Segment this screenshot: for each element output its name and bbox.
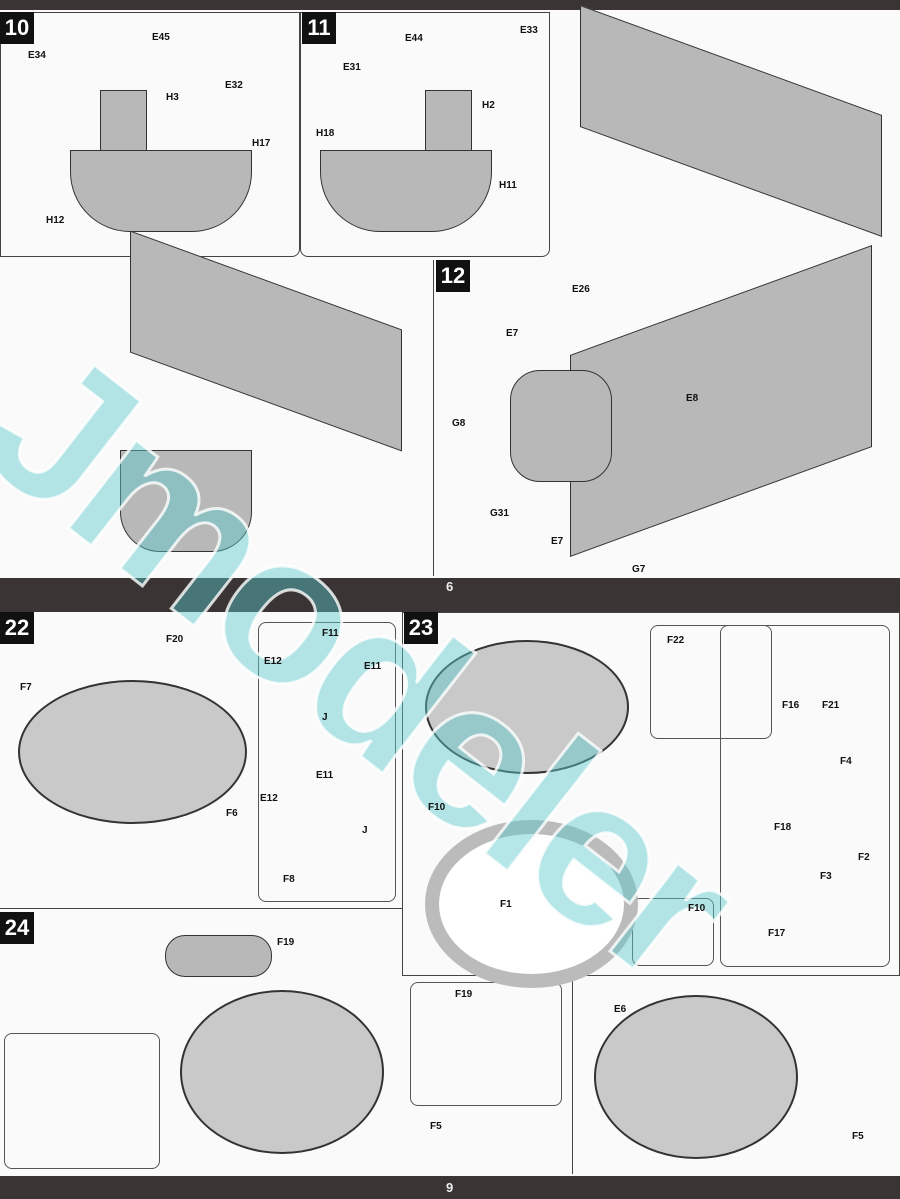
step-23-zoom-box bbox=[632, 898, 714, 966]
step-24-detail-box bbox=[4, 1033, 160, 1169]
divider bbox=[572, 978, 574, 1174]
top-bar bbox=[0, 0, 900, 10]
seat-back-part bbox=[425, 90, 472, 152]
part-label: E7 bbox=[551, 536, 564, 547]
part-label: G7 bbox=[632, 564, 646, 575]
seat-back-part bbox=[100, 90, 147, 152]
part-label: F10 bbox=[428, 802, 446, 813]
part-label: F11 bbox=[322, 628, 339, 639]
part-label: F2 bbox=[858, 852, 870, 863]
part-label: F10 bbox=[688, 903, 706, 914]
part-label: E12 bbox=[264, 656, 282, 667]
part-label: E34 bbox=[28, 50, 46, 61]
step-24-zoom-box bbox=[410, 982, 562, 1106]
part-label: E12 bbox=[260, 793, 278, 804]
part-label: G31 bbox=[490, 508, 509, 519]
page-divider-bar bbox=[0, 578, 900, 612]
part-label: F21 bbox=[822, 700, 840, 711]
step-22-subassembly-box bbox=[258, 622, 396, 902]
part-label: H11 bbox=[499, 180, 517, 191]
step-number: 10 bbox=[0, 12, 34, 44]
step-12-frame bbox=[433, 260, 900, 576]
part-label: E8 bbox=[686, 393, 699, 404]
part-label: F19 bbox=[277, 937, 295, 948]
part-label: H18 bbox=[316, 128, 335, 139]
part-label: F7 bbox=[20, 682, 32, 693]
fuel-tank-part bbox=[510, 370, 612, 482]
step-number: 12 bbox=[436, 260, 470, 292]
hull-part bbox=[580, 5, 882, 237]
part-label: E26 bbox=[572, 284, 590, 295]
part-label: H17 bbox=[252, 138, 271, 149]
part-label: G8 bbox=[452, 418, 466, 429]
part-label: F22 bbox=[667, 635, 685, 646]
part-label: F4 bbox=[840, 756, 852, 767]
step-23-gun-detail-box bbox=[720, 625, 890, 967]
turret-ring bbox=[425, 640, 629, 774]
part-label: F5 bbox=[852, 1131, 864, 1142]
part-label: H2 bbox=[482, 100, 495, 111]
part-label: E32 bbox=[225, 80, 243, 91]
part-label: H3 bbox=[166, 92, 179, 103]
step-number: 23 bbox=[404, 612, 438, 644]
seat-part bbox=[70, 150, 252, 232]
part-label: E44 bbox=[405, 33, 423, 44]
step-number: 11 bbox=[302, 12, 336, 44]
part-label: H12 bbox=[46, 215, 65, 226]
part-label: E11 bbox=[364, 661, 382, 672]
page-number: 9 bbox=[446, 1180, 454, 1195]
step-23-mount-box bbox=[650, 625, 772, 739]
part-label: E31 bbox=[343, 62, 361, 73]
part-label: F20 bbox=[166, 634, 184, 645]
part-label: F17 bbox=[768, 928, 786, 939]
part-label: E33 bbox=[520, 25, 538, 36]
step-number: 24 bbox=[0, 912, 34, 944]
turret-ring bbox=[180, 990, 384, 1154]
part-label: F18 bbox=[774, 822, 792, 833]
part-label: F19 bbox=[455, 989, 473, 1000]
part-label: E11 bbox=[316, 770, 334, 781]
part-label: F8 bbox=[283, 874, 295, 885]
turret-ring bbox=[18, 680, 247, 824]
seat-part bbox=[320, 150, 492, 232]
part-label: J bbox=[362, 825, 368, 836]
part-label: F16 bbox=[782, 700, 800, 711]
bottom-bar bbox=[0, 1176, 900, 1199]
part-label: E7 bbox=[506, 328, 519, 339]
part-label: E45 bbox=[152, 32, 170, 43]
part-label: J bbox=[322, 712, 328, 723]
tarp-part bbox=[165, 935, 272, 977]
step-11-frame bbox=[300, 12, 550, 257]
part-label: F5 bbox=[430, 1121, 442, 1132]
page-number: 6 bbox=[446, 579, 454, 594]
part-label: F6 bbox=[226, 808, 238, 819]
seat-part bbox=[120, 450, 252, 552]
turret-ring bbox=[594, 995, 798, 1159]
step-number: 22 bbox=[0, 612, 34, 644]
part-label: E6 bbox=[614, 1004, 627, 1015]
part-label: F1 bbox=[500, 899, 512, 910]
part-label: F3 bbox=[820, 871, 832, 882]
